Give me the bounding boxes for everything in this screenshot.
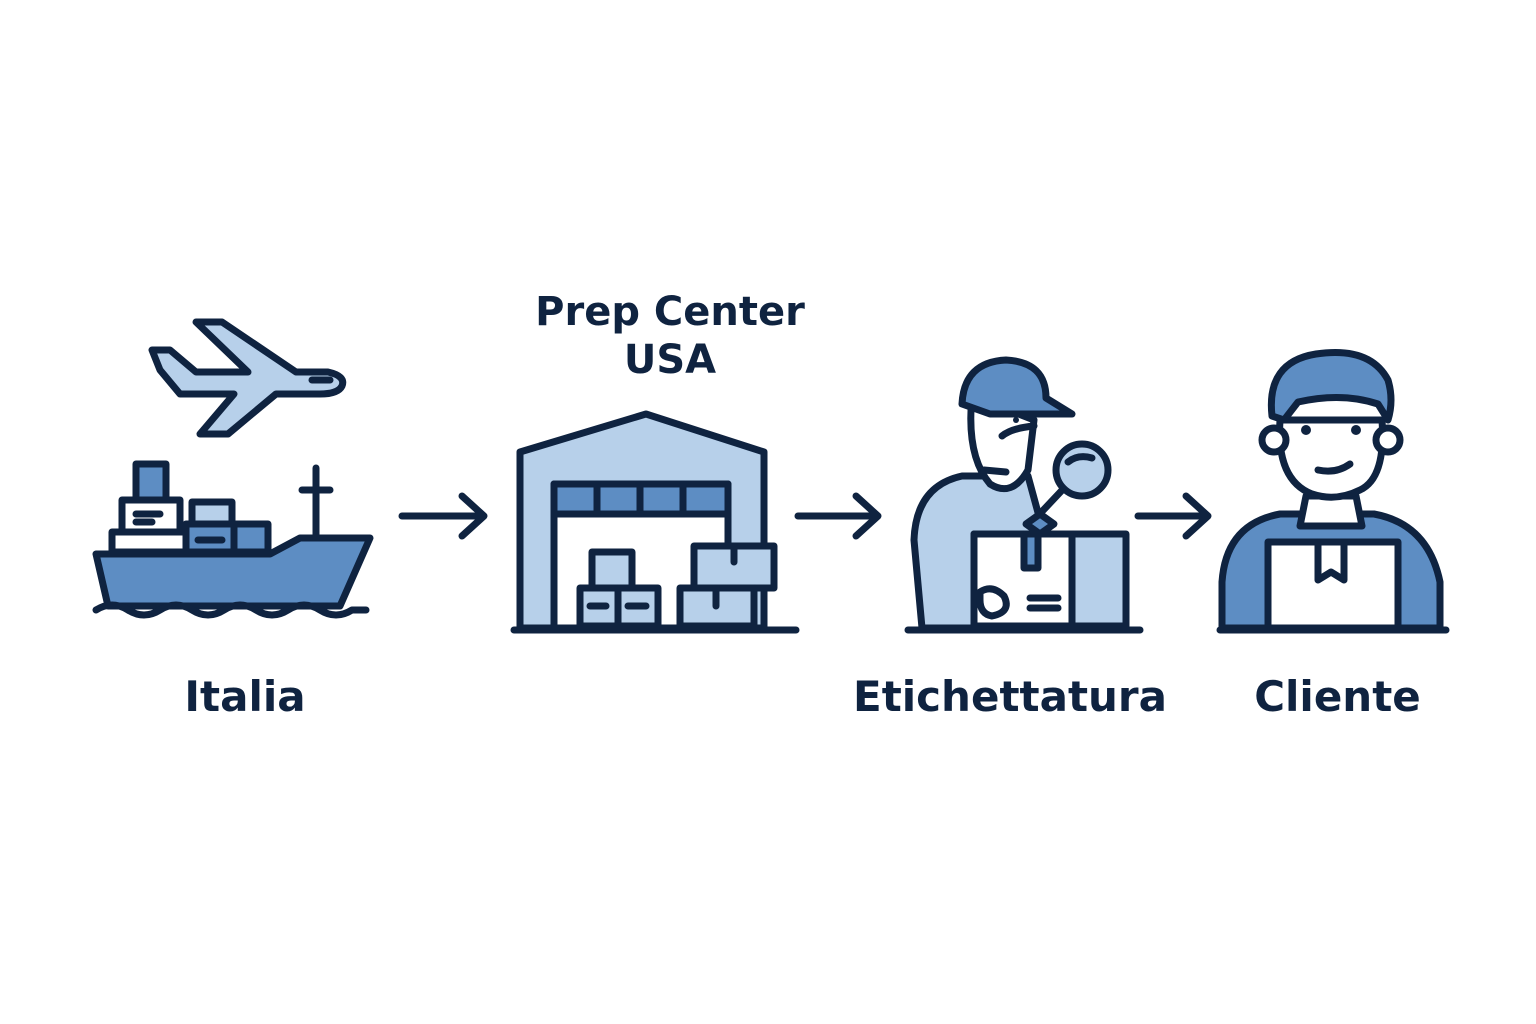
label-prep-center-line1: Prep Center [535, 289, 805, 335]
worker-inspecting-icon [904, 356, 1144, 634]
airplane-icon [148, 318, 347, 438]
arrow-right-icon [794, 492, 882, 540]
label-prep-center-line2: USA [623, 337, 717, 383]
arrow-right-icon [1134, 492, 1212, 540]
arrow-right-icon [398, 492, 488, 540]
cargo-ship-icon [92, 460, 374, 619]
label-cliente: Cliente [1254, 672, 1421, 721]
label-italia: Italia [184, 672, 306, 721]
label-prep-center: Prep Center USA [520, 288, 820, 384]
label-etichettatura: Etichettatura [853, 672, 1167, 721]
warehouse-icon [510, 410, 800, 634]
customer-icon [1216, 348, 1450, 634]
